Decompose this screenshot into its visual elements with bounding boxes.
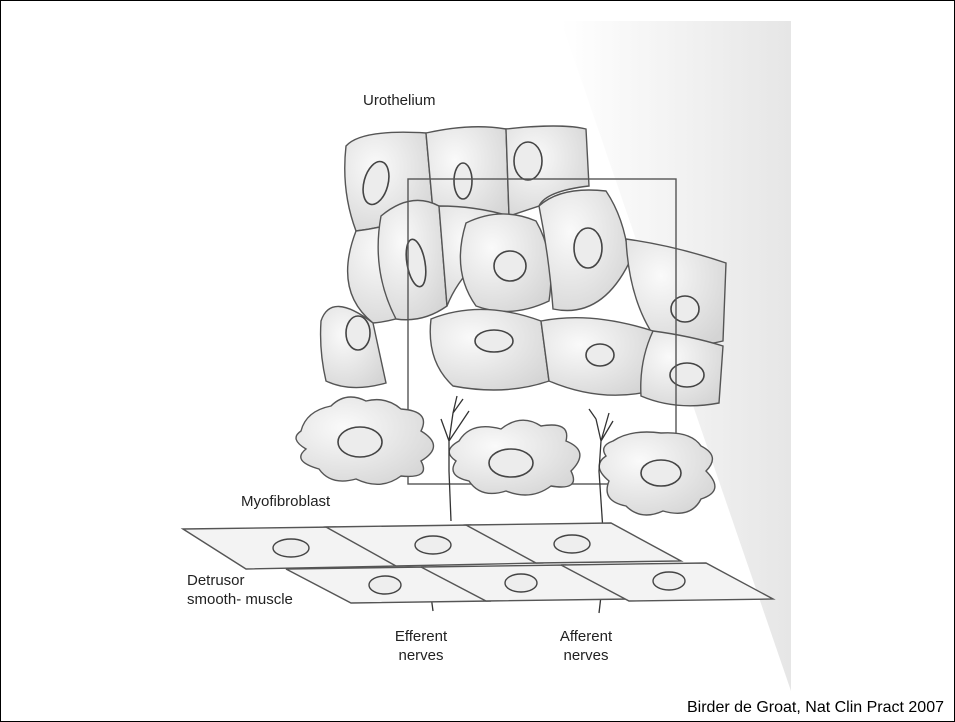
efferent-label-line1: Efferent [386,628,456,646]
myofibroblast-label: Myofibroblast [241,493,330,511]
urothelium-label: Urothelium [363,92,436,110]
citation-caption: Birder de Groat, Nat Clin Pract 2007 [687,699,944,717]
efferent-label-line2: nerves [386,647,456,665]
afferent-label-line2: nerves [551,647,621,665]
efferent-nerve-fiber [449,471,451,521]
detrusor-label-line1: Detrusor [187,572,245,590]
afferent-nerve-fiber [599,471,603,531]
detrusor-label-line2: smooth- muscle [187,591,293,609]
afferent-label-line1: Afferent [551,628,621,646]
